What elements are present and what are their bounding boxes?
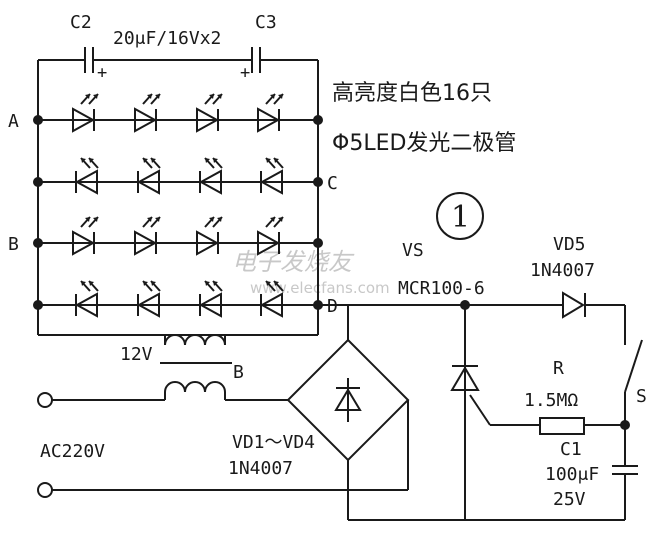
led-diode (72, 216, 99, 256)
switch-blade (624, 339, 643, 393)
ac-input-label: AC220V (40, 441, 105, 462)
vd5-label: VD5 (553, 234, 586, 255)
led-diode (74, 157, 99, 195)
switch-label: S (636, 386, 647, 407)
led-diode (134, 216, 161, 256)
watermark-url: www.elecfans.com (250, 279, 390, 297)
transformer-primary-coil (164, 381, 226, 393)
vd5-part-label: 1N4007 (530, 260, 595, 281)
transformer-secondary-coil (164, 334, 226, 346)
vd5-diode-triangle (562, 291, 585, 319)
cap-value-label: 20μF/16Vx2 (113, 28, 221, 49)
node-d-label: D (327, 296, 338, 317)
c2-label: C2 (70, 12, 92, 33)
r-value-label: 1.5MΩ (524, 390, 578, 411)
vs-part-label: MCR100-6 (398, 278, 485, 299)
node-b-label: B (8, 234, 19, 255)
led-diode (198, 157, 223, 195)
led-diode (198, 280, 223, 318)
c3-plus: + (240, 63, 250, 83)
bridge-part-label: 1N4007 (228, 458, 293, 479)
r-label: R (553, 358, 564, 379)
node-c-left (33, 177, 43, 187)
led-diode (72, 93, 99, 133)
led-diode (259, 157, 284, 195)
led-diode (136, 157, 161, 195)
led-diode (257, 93, 284, 133)
bridge-diode-triangle (334, 388, 362, 411)
ac-terminal-top (37, 392, 53, 408)
node-d-left (33, 300, 43, 310)
node-c-label: C (327, 173, 338, 194)
node-c-right (313, 177, 323, 187)
watermark-text: 电子发烧友 (232, 248, 355, 276)
led-desc-line2: Φ5LED发光二极管 (332, 131, 516, 156)
led-diode (136, 280, 161, 318)
ac-terminal-bottom (37, 482, 53, 498)
led-desc-line1: 高亮度白色16只 (332, 81, 492, 106)
c1-label: C1 (560, 439, 582, 460)
transformer-label: B (233, 362, 244, 383)
led-diode (134, 93, 161, 133)
led-diode (74, 280, 99, 318)
secondary-voltage-label: 12V (120, 344, 153, 365)
node-a-label: A (8, 111, 19, 132)
figure-number: 1 (451, 200, 470, 235)
node-a-right (313, 115, 323, 125)
c1-voltage-label: 25V (553, 489, 586, 510)
c2-plus: + (97, 63, 107, 83)
node-a-left (33, 115, 43, 125)
c3-label: C3 (255, 12, 277, 33)
node-b-left (33, 238, 43, 248)
led-diode (196, 216, 223, 256)
bridge-label: VD1～VD4 (232, 432, 315, 453)
led-diode (196, 93, 223, 133)
scr-triangle (450, 366, 480, 391)
vs-label: VS (402, 240, 424, 261)
resistor-r (539, 417, 585, 435)
scr-gate (469, 394, 491, 426)
c1-value-label: 100μF (545, 464, 599, 485)
node-b-right (313, 238, 323, 248)
figure-number-circle (436, 192, 484, 240)
